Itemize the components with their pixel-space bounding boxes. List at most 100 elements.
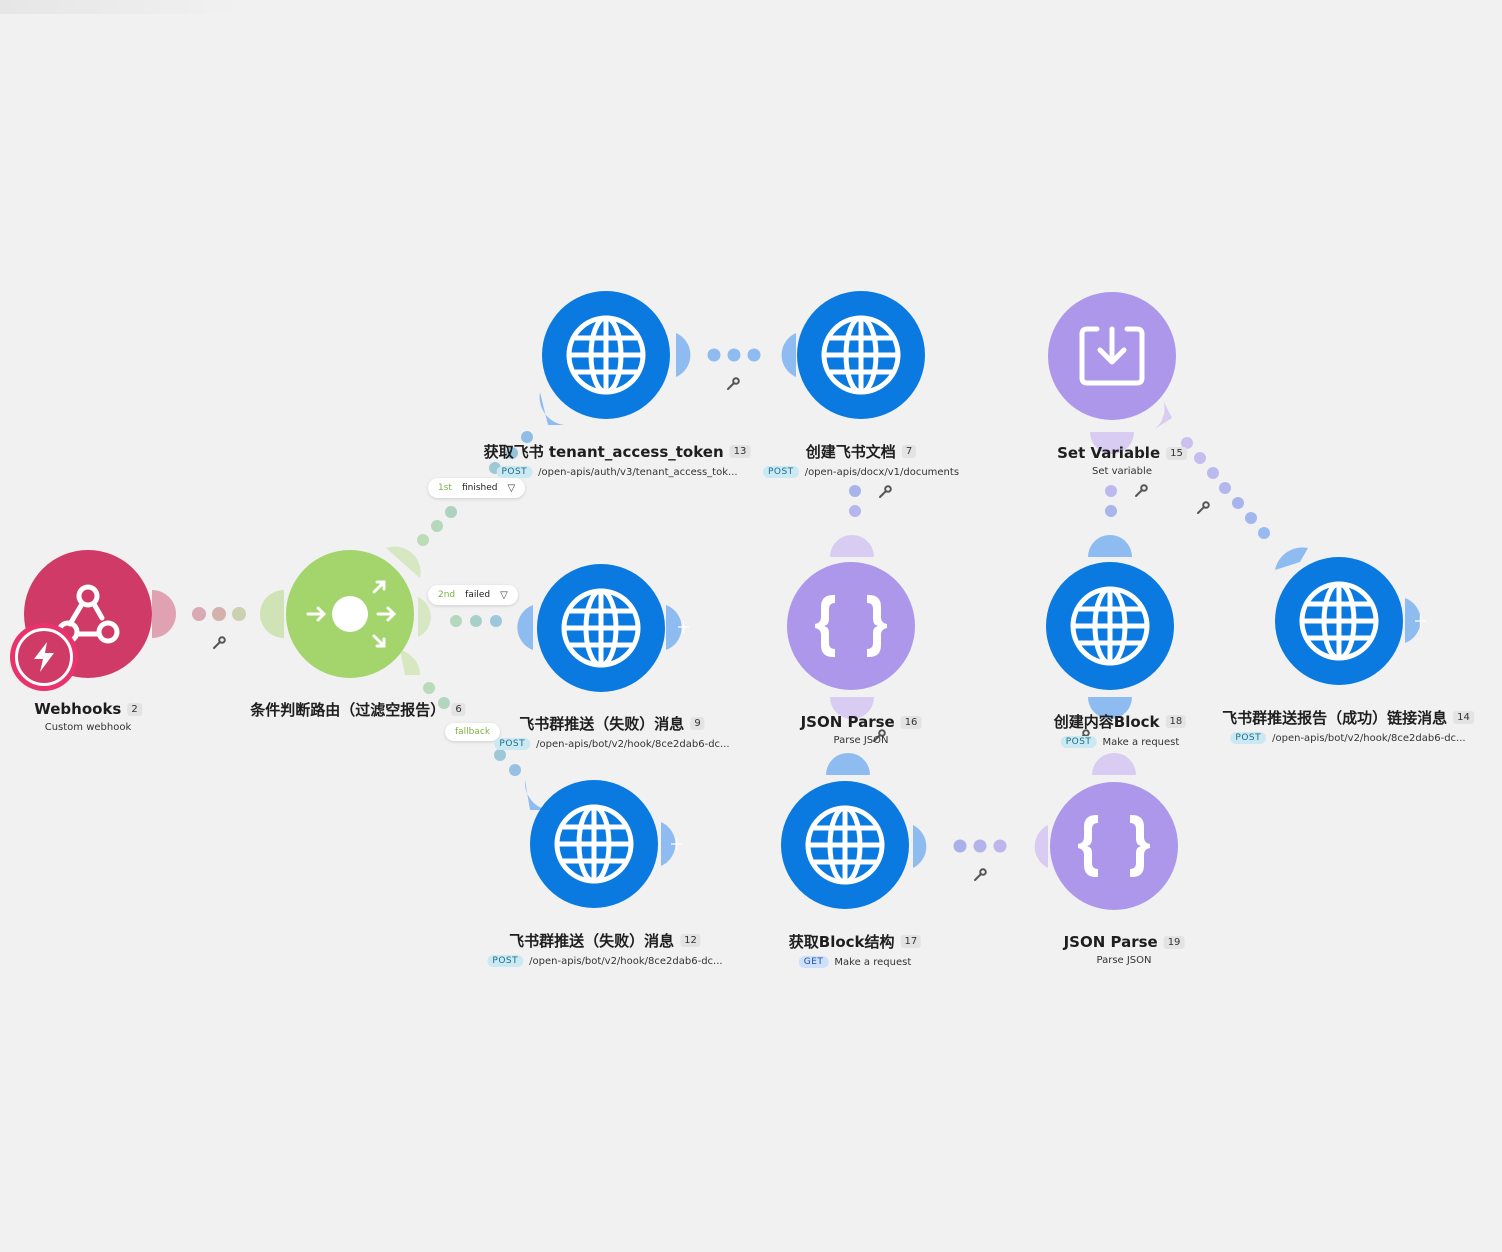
module-title: 获取飞书 tenant_access_token (483, 443, 724, 461)
wrench-icon[interactable] (973, 868, 987, 882)
route-name: failed (465, 590, 491, 600)
module-subtitle: Make a request (1102, 736, 1180, 748)
handle (1088, 697, 1132, 719)
json-parse-19-module[interactable] (1050, 782, 1178, 910)
globe-icon (566, 315, 646, 395)
get-block-module[interactable] (781, 781, 909, 909)
wrench-icon[interactable] (212, 636, 226, 650)
handle (826, 753, 870, 775)
module-title: Set Variable (1057, 444, 1161, 462)
handle (913, 825, 927, 868)
module-id-badge: 9 (690, 717, 705, 730)
http-method-badge: POST (762, 466, 799, 478)
push-success-module[interactable] (1275, 557, 1403, 685)
top-edge-shadow (0, 0, 240, 14)
module-subtitle: /open-apis/bot/v2/hook/8ce2dab6-dc... (529, 955, 723, 967)
route-filter-fallback[interactable]: fallback (445, 723, 501, 741)
wrench-icon[interactable] (872, 729, 886, 743)
create-block-module[interactable] (1046, 562, 1174, 690)
module-id-badge: 12 (680, 934, 701, 947)
wrench-icon[interactable] (878, 485, 892, 499)
trigger-badge[interactable] (10, 623, 78, 691)
handle (1092, 753, 1136, 775)
route-name: finished (461, 483, 498, 493)
plus-icon[interactable] (671, 615, 1426, 850)
globe-icon (821, 315, 901, 395)
filter-funnel-icon[interactable]: ▽ (507, 482, 516, 494)
module-id-badge: 7 (901, 445, 917, 458)
connection-dots (192, 348, 1270, 853)
route-filter-finished[interactable]: 1st finished ▽ (428, 478, 526, 498)
create-block-label: 创建内容Block 18 POST Make a request (1053, 711, 1187, 748)
module-title: 获取Block结构 (788, 933, 895, 951)
lightning-bolt-icon (34, 642, 54, 672)
module-title: 飞书群推送报告（成功）链接消息 (1222, 709, 1448, 727)
module-id-badge: 2 (127, 702, 142, 716)
wrench-icon[interactable] (726, 377, 740, 391)
http-method-badge: POST (1060, 736, 1097, 748)
handle (260, 590, 284, 638)
http-method-badge: GET (798, 956, 829, 968)
handle (830, 697, 874, 719)
wrench-icon[interactable] (1134, 484, 1148, 498)
create-doc-module[interactable] (797, 291, 925, 419)
router-module[interactable] (286, 550, 414, 678)
handle (418, 597, 431, 637)
route-filter-failed[interactable]: 2nd failed ▽ (428, 585, 518, 605)
module-subtitle: Custom webhook (44, 722, 132, 733)
set-variable-module[interactable] (1048, 292, 1176, 420)
curly-braces-icon (815, 595, 887, 657)
module-title: JSON Parse (800, 713, 895, 731)
handle (400, 650, 420, 675)
module-id-badge: 6 (451, 703, 466, 716)
curly-braces-icon (1078, 815, 1150, 877)
module-title: 创建内容Block (1053, 713, 1160, 731)
route-order: 1st (438, 483, 452, 493)
push-fail-12-module[interactable] (530, 780, 658, 908)
globe-icon (1299, 581, 1379, 661)
module-title: 条件判断路由（过滤空报告） (250, 701, 446, 719)
handle (1405, 598, 1421, 643)
handle (1034, 825, 1048, 868)
handle (152, 590, 176, 638)
handle (781, 333, 796, 377)
router-label: 条件判断路由（过滤空报告） 6 (250, 699, 466, 720)
wrench-icon[interactable] (1196, 501, 1210, 515)
get-block-label: 获取Block结构 17 GET Make a request (788, 931, 922, 968)
filter-funnel-icon[interactable]: ▽ (500, 589, 508, 601)
module-subtitle: Make a request (834, 956, 912, 968)
module-title: 创建飞书文档 (805, 443, 896, 461)
http-method-badge: POST (494, 738, 531, 750)
module-subtitle: /open-apis/auth/v3/tenant_access_tok... (538, 466, 738, 478)
handle (830, 535, 874, 557)
module-id-badge: 19 (1163, 935, 1185, 949)
download-tray-icon (1079, 326, 1145, 386)
json-parse-16-module[interactable] (787, 562, 915, 690)
handle (661, 822, 676, 866)
handle (1090, 432, 1134, 454)
http-method-badge: POST (496, 466, 533, 478)
http-method-badge: POST (1230, 732, 1267, 744)
push-fail-9-module[interactable] (537, 564, 665, 692)
get-token-module[interactable] (542, 291, 670, 419)
create-doc-label: 创建飞书文档 7 POST/open-apis/docx/v1/documents (762, 441, 960, 478)
handle (666, 605, 682, 650)
module-id-badge: 18 (1165, 715, 1187, 728)
handle (1150, 394, 1172, 432)
module-subtitle: /open-apis/docx/v1/documents (804, 466, 960, 478)
http-method-badge: POST (487, 955, 524, 967)
globe-icon (554, 804, 634, 884)
handle (1088, 535, 1132, 557)
module-id-badge: 17 (900, 935, 922, 948)
module-id-badge: 14 (1453, 711, 1474, 724)
module-subtitle: Parse JSON (1096, 955, 1152, 966)
route-order: 2nd (438, 590, 456, 600)
module-subtitle: /open-apis/bot/v2/hook/8ce2dab6-dc... (536, 738, 730, 750)
handle (1275, 547, 1308, 570)
